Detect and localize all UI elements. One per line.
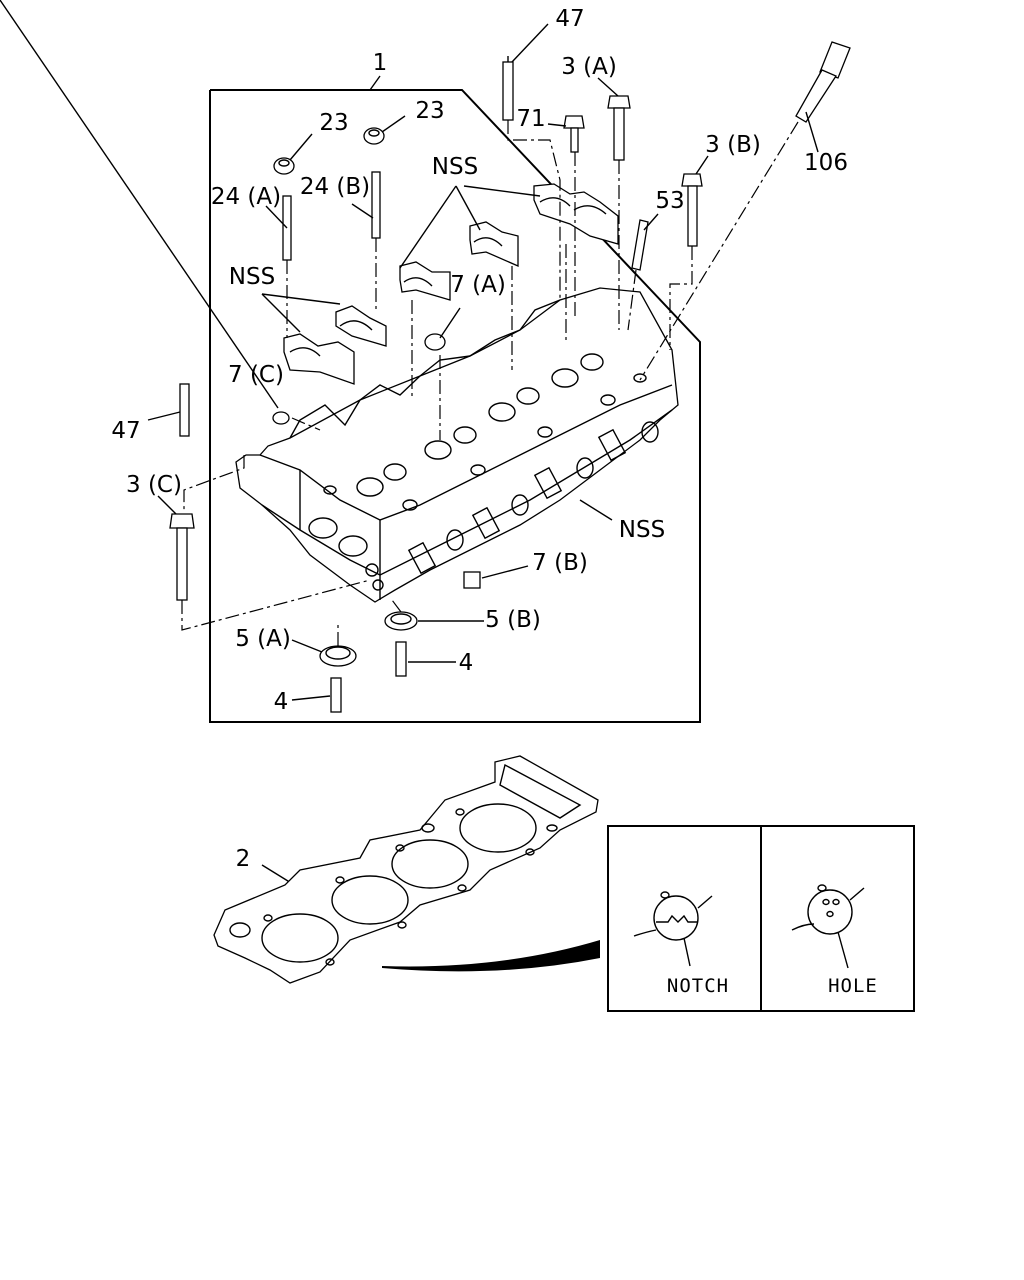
callout-7b: 7 (B) bbox=[532, 550, 588, 576]
callout-53: 53 bbox=[655, 188, 684, 214]
callout-7a: 7 (A) bbox=[450, 272, 506, 298]
callout-23-right: 23 bbox=[415, 98, 444, 124]
callout-24a: 24 (A) bbox=[211, 184, 281, 210]
cam-cap-group bbox=[283, 183, 619, 385]
callout-5a: 5 (A) bbox=[235, 626, 291, 652]
notch-label: NOTCH bbox=[667, 975, 729, 997]
assembly-lines bbox=[181, 120, 799, 646]
leader-lines bbox=[0, 0, 819, 887]
callout-labels: 1 47 3 (A) 71 106 23 23 3 (B) NSS 24 (A)… bbox=[111, 6, 848, 872]
cylinder-head bbox=[235, 287, 679, 603]
callout-3a: 3 (A) bbox=[561, 54, 617, 80]
callout-7c: 7 (C) bbox=[228, 362, 284, 388]
callout-4-left: 4 bbox=[274, 689, 289, 715]
hole-detail-icon bbox=[791, 884, 865, 969]
callout-4-right: 4 bbox=[459, 650, 474, 676]
callout-5b: 5 (B) bbox=[485, 607, 541, 633]
notch-detail-icon bbox=[633, 891, 713, 967]
callout-2: 2 bbox=[236, 846, 251, 872]
head-gasket bbox=[213, 755, 600, 984]
callout-3b: 3 (B) bbox=[705, 132, 761, 158]
identification-inset: NOTCH HOLE bbox=[607, 825, 915, 1012]
callout-71: 71 bbox=[516, 106, 545, 132]
hole-label: HOLE bbox=[828, 975, 878, 997]
callout-1: 1 bbox=[373, 50, 388, 76]
callout-nss-top: NSS bbox=[432, 154, 478, 180]
callout-24b: 24 (B) bbox=[300, 174, 370, 200]
callout-47-left: 47 bbox=[111, 418, 140, 444]
cylinder-head-assembly-frame bbox=[209, 75, 701, 723]
callout-3c: 3 (C) bbox=[126, 472, 182, 498]
callout-23-left: 23 bbox=[319, 110, 348, 136]
callout-47-top: 47 bbox=[555, 6, 584, 32]
callout-106: 106 bbox=[804, 150, 848, 176]
callout-nss-right: NSS bbox=[619, 517, 665, 543]
callout-nss-left: NSS bbox=[229, 264, 275, 290]
bolts-studs bbox=[169, 41, 851, 713]
